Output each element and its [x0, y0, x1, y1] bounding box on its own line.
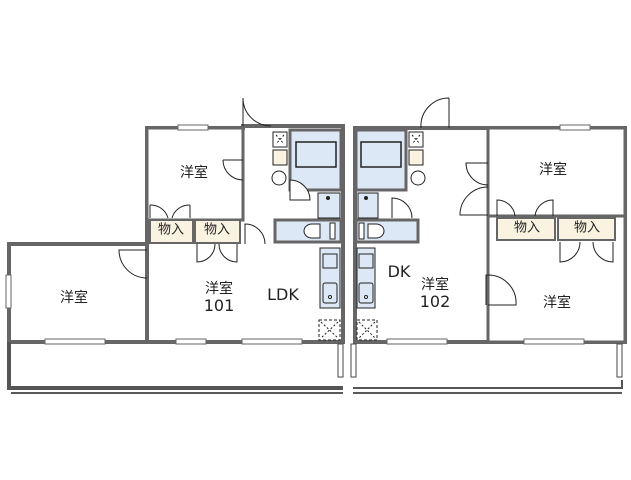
- room-102-main-label: 洋室: [420, 276, 449, 293]
- room-102-top-label: 洋室: [539, 161, 567, 178]
- storage-101-a-label: 物入: [157, 222, 185, 238]
- room-102-right-label: 洋室: [543, 294, 571, 311]
- dk-label: DK: [387, 261, 411, 281]
- storage-101-b-label: 物入: [203, 222, 231, 238]
- unit-101-number: 101: [203, 295, 235, 315]
- storage-102-a: [496, 217, 556, 241]
- storage-102-b: [557, 217, 616, 241]
- ldk-label: LDK: [267, 284, 299, 304]
- room-101-top-label: 洋室: [180, 164, 208, 181]
- room-101-main-label: 洋室: [204, 280, 233, 297]
- storage-102-b-label: 物入: [573, 220, 601, 236]
- unit-102-number: 102: [419, 291, 451, 311]
- storage-102-a-label: 物入: [513, 220, 541, 236]
- toilet-102: [354, 218, 420, 244]
- room-101-top-western: [145, 126, 245, 222]
- unit-102-label: 洋室 102: [420, 277, 451, 311]
- unit-101-label: 洋室 101: [204, 281, 235, 315]
- storage-101-b: [194, 219, 241, 244]
- storage-101-a: [149, 219, 194, 244]
- room-101-left-label: 洋室: [60, 289, 88, 306]
